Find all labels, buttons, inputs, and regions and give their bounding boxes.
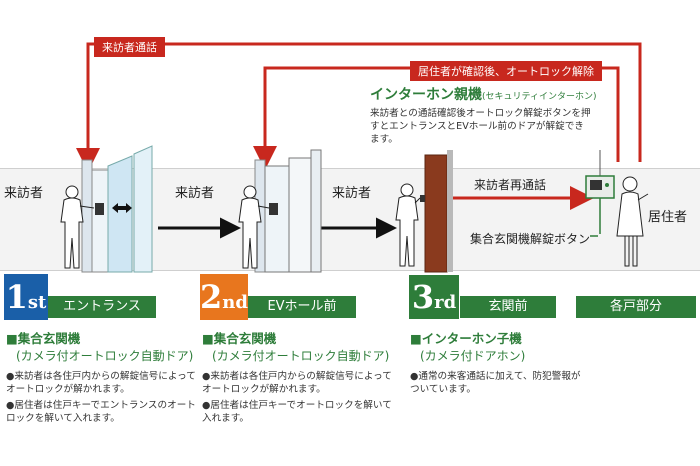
visitor-label-3: 来訪者 [332, 186, 372, 201]
stage-1-note-2: ●居住者は住戸キーでエントランスのオートロックを解いて入れます。 [6, 400, 196, 424]
unlock-button-label: 集合玄関機解錠ボタン [470, 232, 591, 246]
stage-1-note-1: ●来訪者は各住戸内からの解錠信号によってオートロックが解かれます。 [6, 371, 196, 395]
stage-1-info: ■集合玄関機 (カメラ付オートロック自動ドア) ●来訪者は各住戸内からの解錠信号… [6, 328, 196, 428]
stage-1-number: 1st [4, 274, 48, 320]
stage-3-sub: (カメラ付ドアホン) [420, 349, 526, 363]
stage-3-name: 玄関前 [460, 296, 556, 318]
master-unit-title: インターホン親機(セキュリティインターホン) [370, 87, 597, 103]
resident-label: 居住者 [648, 210, 688, 225]
stage-1-sub: (カメラ付オートロック自動ドア) [16, 349, 194, 363]
visitor-call-label: 来訪者通話 [94, 37, 165, 57]
resident-unlock-label: 居住者が確認後、オートロック解除 [410, 61, 602, 81]
master-unit-description: 来訪者との通話確認後オートロック解錠ボタンを押すとエントランスとEVホール前のド… [370, 108, 591, 145]
visitor-label-1: 来訪者 [4, 186, 44, 201]
stage-2-sub: (カメラ付オートロック自動ドア) [212, 349, 390, 363]
visitor-recall-label: 来訪者再通話 [474, 178, 547, 192]
visitor-label-2: 来訪者 [175, 186, 215, 201]
stage-1-heading: ■集合玄関機 [6, 331, 81, 346]
stage-2-heading: ■集合玄関機 [202, 331, 277, 346]
visitor-call-arrow [76, 42, 642, 172]
stage-3-heading: ■インターホン子機 [410, 331, 522, 346]
stage-2-info: ■集合玄関機 (カメラ付オートロック自動ドア) ●来訪者は各住戸内からの解錠信号… [202, 328, 392, 428]
final-stage-name: 各戸部分 [576, 296, 696, 318]
stage-3-number: 3rd [408, 274, 460, 320]
stage-3-note-1: ●通常の来客通話に加えて、防犯警報がついています。 [410, 371, 581, 395]
stage-2-note-1: ●来訪者は各住戸内からの解錠信号によってオートロックが解かれます。 [202, 371, 392, 395]
stage-3-info: ■インターホン子機 (カメラ付ドアホン) ●通常の来客通話に加えて、防犯警報がつ… [410, 328, 590, 399]
stage-2-note-2: ●居住者は住戸キーでオートロックを解いて入れます。 [202, 400, 392, 424]
stage-2-number: 2nd [200, 274, 248, 320]
stage-1-name: エントランス [48, 296, 156, 318]
stage-2-name: EVホール前 [248, 296, 356, 318]
